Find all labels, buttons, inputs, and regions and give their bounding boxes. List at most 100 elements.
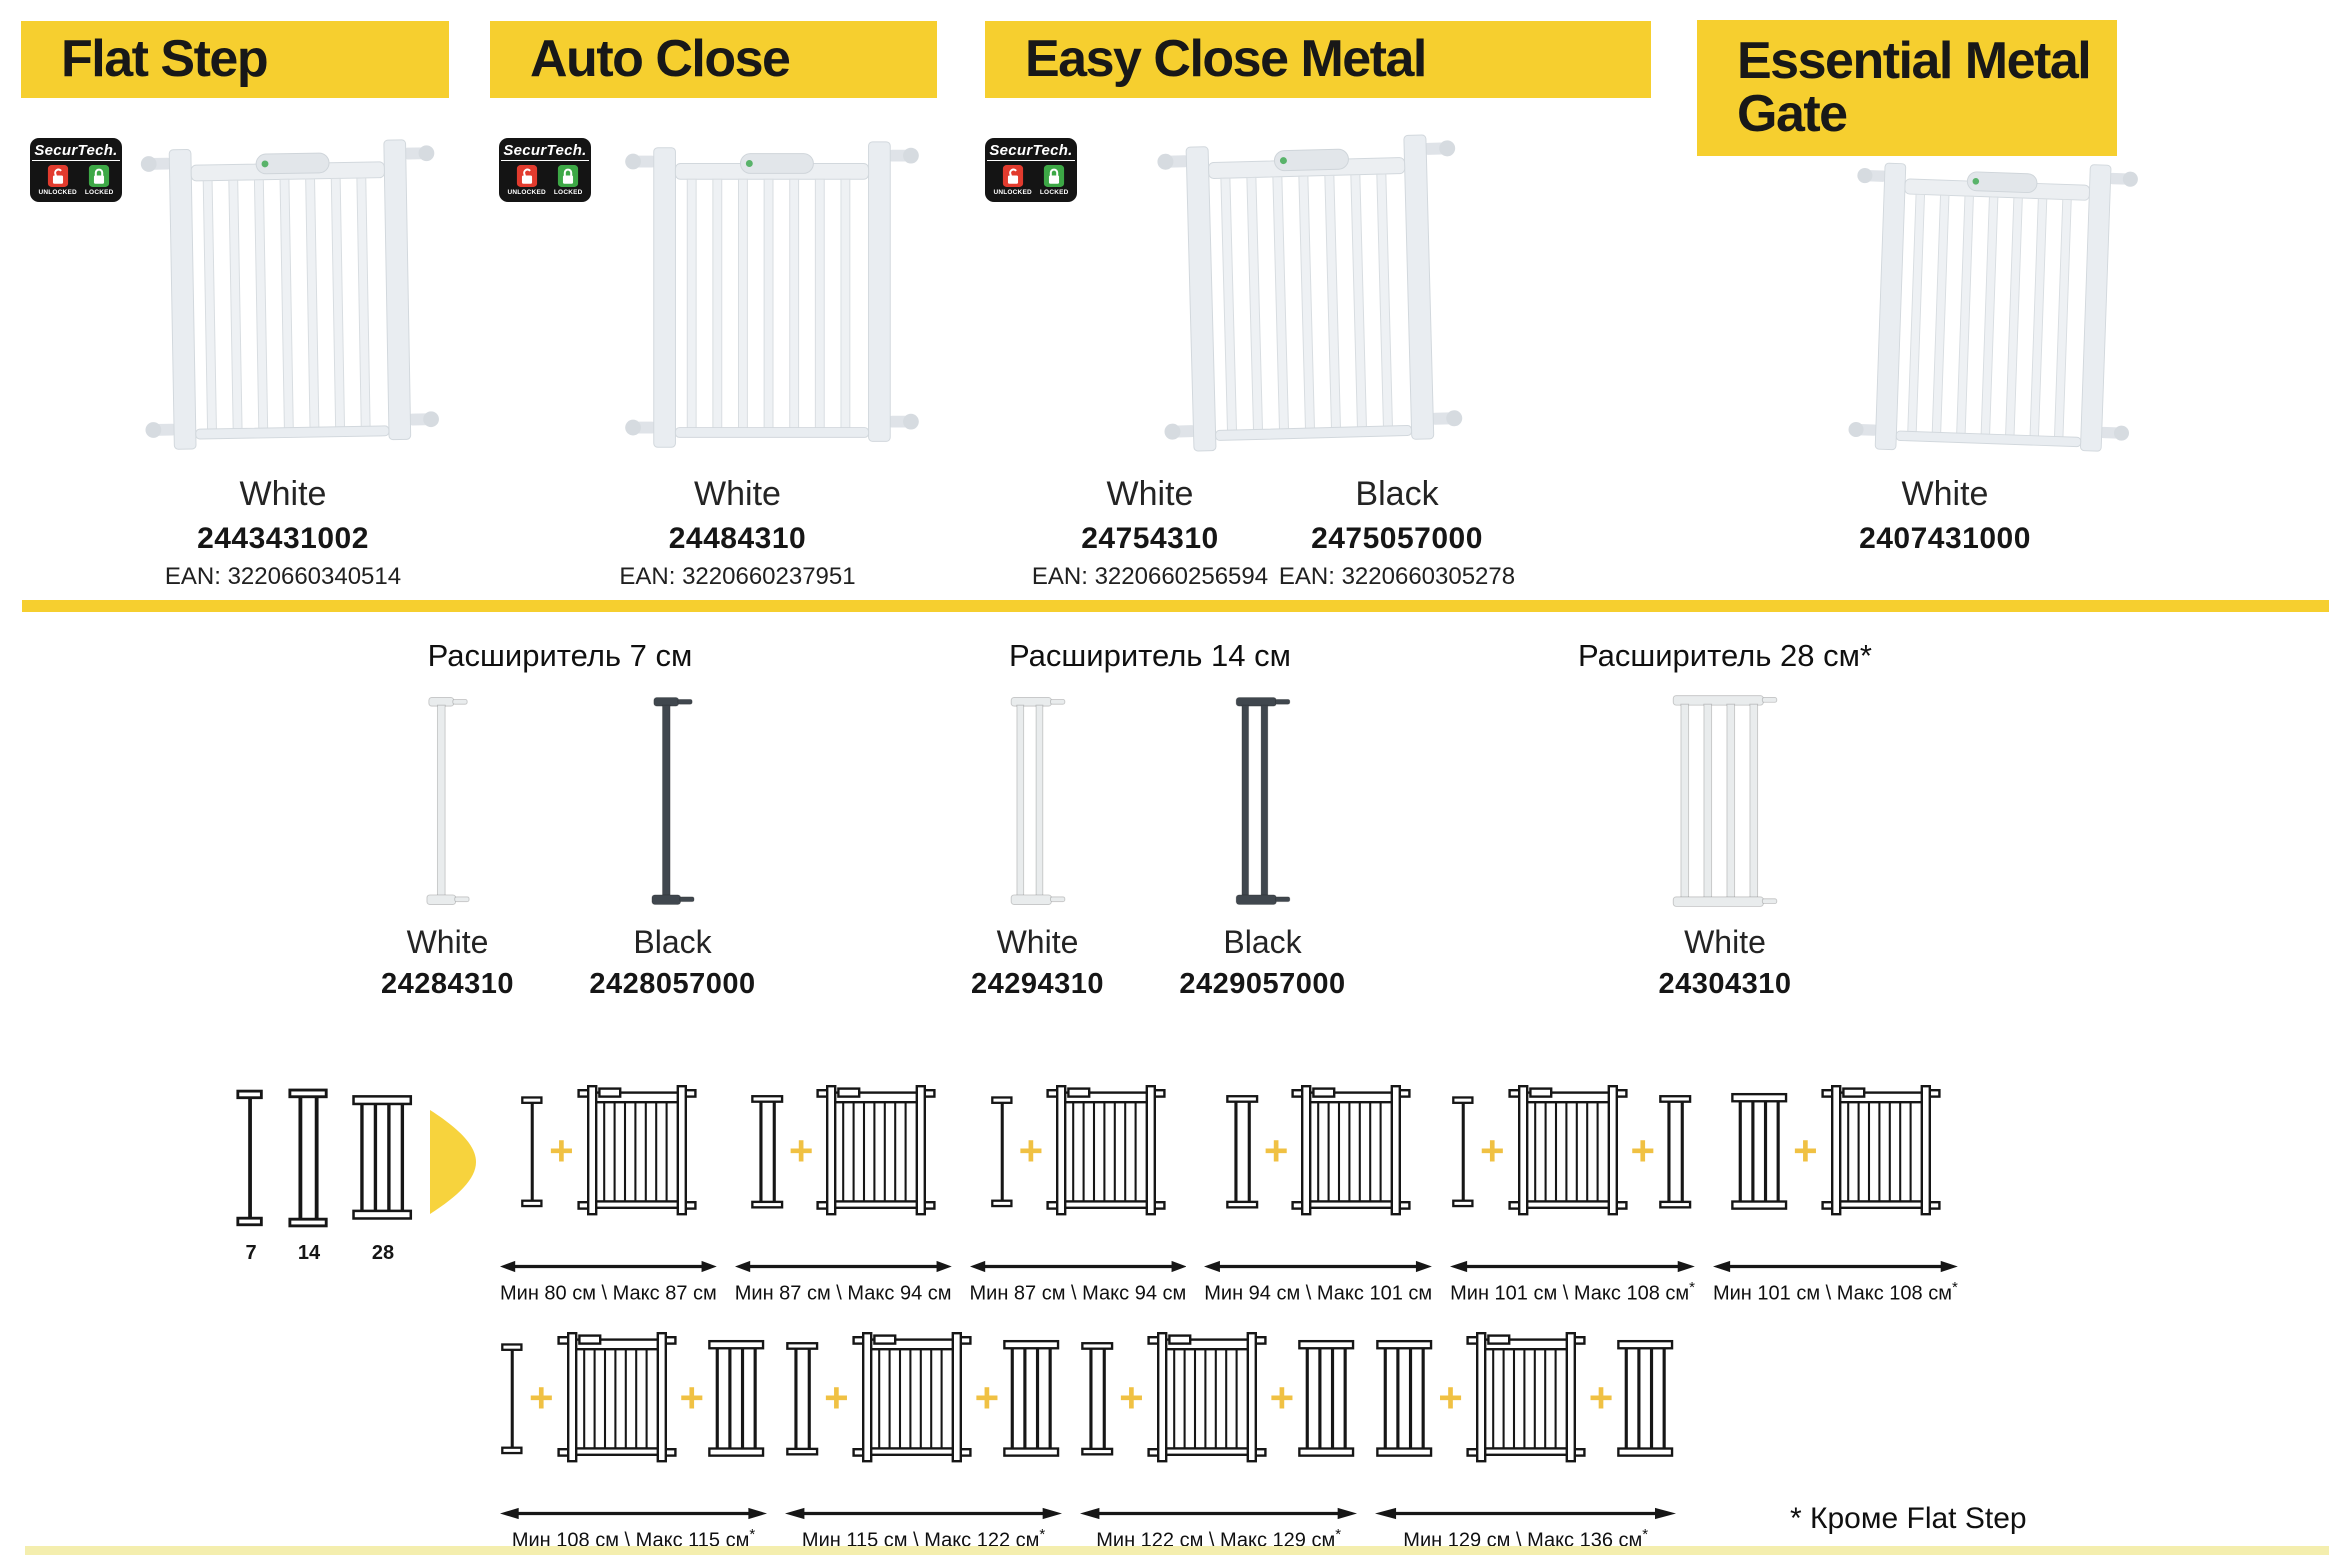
combo-diagram: + Мин 87 см \ Макс 94 см (734, 1048, 952, 1306)
range-arrow-icon (735, 1259, 952, 1274)
extender-variant: Black 2428057000 (560, 686, 785, 1001)
securtech-badge: SecurTech. UNLOCKED LOCKED (30, 138, 122, 202)
plus-icon: + (549, 1126, 574, 1174)
range-arrow-icon (1375, 1506, 1676, 1521)
auto-close-gate-image (622, 130, 922, 465)
auto-close-info: White 24484310 EAN: 3220660237951 (560, 475, 915, 591)
combo-caption: Мин 101 см \ Макс 108 см* (1450, 1279, 1695, 1305)
ean: EAN: 3220660305278 (1278, 563, 1516, 590)
combo-caption: Мин 80 см \ Макс 87 см (500, 1282, 717, 1305)
flat-step-gate-image (137, 127, 443, 467)
essential-metal-info: White 2407431000 (1795, 475, 2095, 563)
plus-icon: + (1119, 1373, 1144, 1421)
plus-icon: + (1438, 1373, 1463, 1421)
combo-art: + (990, 1048, 1167, 1253)
range-arrow-icon (1713, 1259, 1958, 1274)
color-label: White (1901, 475, 1989, 513)
sku: 2443431002 (197, 522, 369, 555)
legend-item-28: 28 (351, 1078, 415, 1265)
range-arrow-icon (970, 1259, 1187, 1274)
easy-close-black-info: Black 2475057000 EAN: 3220660305278 (1257, 475, 1537, 591)
color-label: White (996, 924, 1079, 960)
combo-row-1: + Мин 80 см \ Макс 87 см + Мин 87 см \ Мак… (500, 1048, 1958, 1306)
combo-caption: Мин 87 см \ Макс 94 см (969, 1282, 1187, 1305)
plus-icon: + (974, 1373, 1000, 1421)
product-title-flat-step: Flat Step (21, 21, 449, 98)
combo-row-2: ++Мин 108 см \ Макс 115 см* ++Мин 115 см… (500, 1295, 1676, 1553)
combo-diagram: + Мин 94 см \ Макс 101 см (1204, 1048, 1433, 1306)
extender-title: Расширитель 28 см* (1577, 638, 1872, 673)
legend-item-14: 14 (287, 1078, 331, 1265)
ean: EAN: 3220660340514 (164, 563, 402, 590)
range-arrow-icon (785, 1506, 1062, 1521)
combo-art: + (750, 1048, 937, 1253)
extender-size-legend: 7 14 28 (235, 1078, 415, 1265)
combo-caption: Мин 101 см \ Макс 108 см* (1712, 1279, 1958, 1305)
combo-diagram: + Мин 101 см \ Макс 108 см* (1712, 1048, 1958, 1306)
securtech-badge: SecurTech. UNLOCKED LOCKED (985, 138, 1077, 202)
legend-size-label: 7 (245, 1242, 257, 1264)
combo-caption: Мин 94 см \ Макс 101 см (1204, 1282, 1433, 1305)
combo-art: ++ (1451, 1048, 1694, 1253)
extender-7-lineart-icon (1451, 1076, 1477, 1226)
combo-art: + (520, 1048, 697, 1253)
sku: 24284310 (380, 968, 515, 1000)
extender-14-lineart-icon (785, 1323, 821, 1473)
color-label: Black (633, 924, 712, 960)
combo-diagram: + Мин 87 см \ Макс 94 см (969, 1048, 1187, 1306)
ean: EAN: 3220660256594 (1031, 563, 1269, 590)
combo-art: + (1730, 1048, 1941, 1253)
combo-diagram: ++Мин 129 см \ Макс 136 см* (1375, 1295, 1676, 1553)
extender-28-lineart-icon (1730, 1076, 1790, 1226)
extender-14-white-image (1006, 686, 1070, 916)
extender-14-lineart-icon (750, 1076, 786, 1226)
unlocked-padlock-icon (47, 164, 69, 188)
combo-art: ++ (1080, 1295, 1357, 1500)
plus-icon: + (1793, 1126, 1818, 1174)
securtech-locks: UNLOCKED LOCKED (507, 164, 582, 196)
securtech-locks: UNLOCKED LOCKED (993, 164, 1068, 196)
extender-7-black-image (647, 686, 699, 916)
gate-lineart-icon (816, 1067, 936, 1235)
product-title-auto-close: Auto Close (490, 21, 937, 98)
plus-icon: + (1269, 1373, 1295, 1421)
sku: 24484310 (668, 522, 807, 555)
gate-lineart-icon (557, 1314, 677, 1482)
range-arrow-icon (500, 1506, 767, 1521)
color-label: Black (1223, 924, 1302, 960)
plus-icon: + (1018, 1126, 1044, 1174)
color-label: White (694, 475, 781, 513)
extender-7-lineart-icon (990, 1076, 1016, 1226)
unlocked-padlock-icon (1002, 164, 1024, 188)
color-label: White (406, 924, 489, 960)
combo-art: + (1225, 1048, 1412, 1253)
extender-14-lineart-icon (1080, 1323, 1116, 1473)
extender-title: Расширитель 14 см (1009, 638, 1291, 673)
securtech-logo: SecurTech. (32, 142, 120, 161)
plus-icon: + (1630, 1126, 1656, 1174)
extender-variant: White 24284310 (335, 686, 560, 1001)
sku: 24294310 (970, 968, 1105, 1000)
combo-caption: Мин 87 см \ Макс 94 см (734, 1282, 952, 1305)
gate-lineart-icon (1046, 1067, 1166, 1235)
securtech-logo: SecurTech. (987, 142, 1075, 161)
extender-28-white-image (1667, 686, 1783, 916)
combo-diagram: ++Мин 108 см \ Макс 115 см* (500, 1295, 767, 1553)
color-label: White (1106, 475, 1194, 513)
range-arrow-icon (500, 1259, 717, 1274)
range-arrow-icon (1080, 1506, 1357, 1521)
gate-lineart-icon (1147, 1314, 1267, 1482)
plus-icon: + (1480, 1126, 1505, 1174)
plus-icon: + (1588, 1373, 1614, 1421)
plus-icon: + (824, 1373, 849, 1421)
gate-lineart-icon (577, 1067, 697, 1235)
legend-size-label: 28 (371, 1242, 395, 1264)
extender-7cm-group: Расширитель 7 см White 24284310 Black 24… (330, 638, 790, 1001)
extender-title: Расширитель 7 см (427, 638, 693, 673)
extender-variant: Black 2429057000 (1150, 686, 1375, 1001)
extender-14-lineart-icon (1225, 1076, 1261, 1226)
locked-padlock-icon (1043, 164, 1065, 188)
essential-metal-gate-image (1843, 145, 2144, 475)
gate-lineart-icon (1466, 1314, 1586, 1482)
